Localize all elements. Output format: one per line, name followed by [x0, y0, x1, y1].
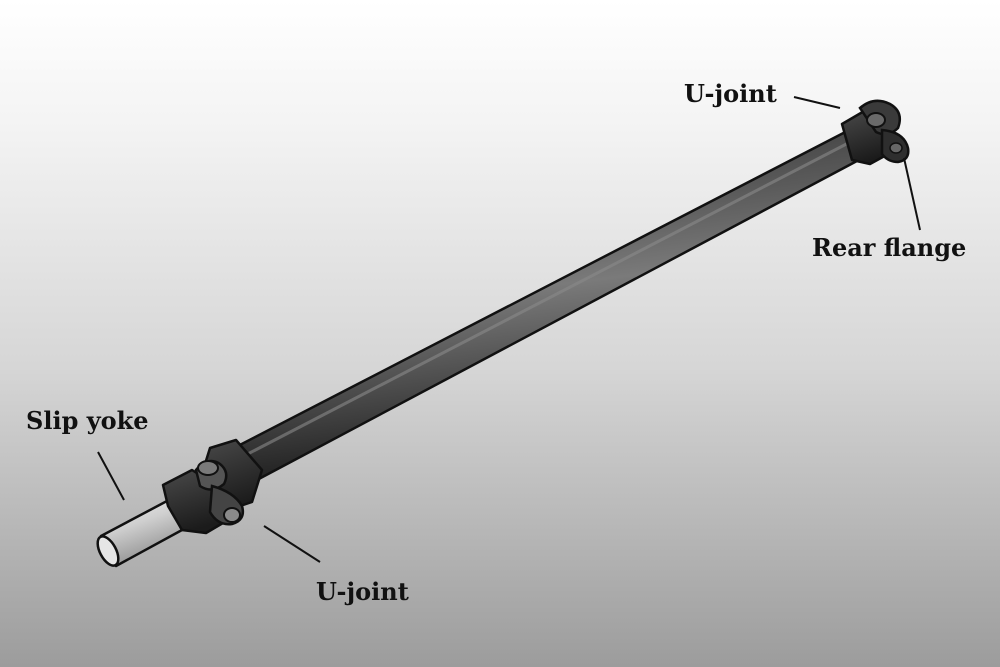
leader-line-u-joint-rear [793, 96, 841, 109]
leader-line-rear-flange [903, 157, 921, 231]
label-rear-flange: Rear flange [812, 233, 967, 262]
label-slip-yoke: Slip yoke [26, 406, 149, 435]
driveshaft-tube [230, 125, 874, 483]
leader-line-u-joint-front [263, 525, 321, 563]
label-u-joint-front: U-joint [316, 577, 409, 606]
slip-yoke-shaft [96, 499, 184, 568]
front-u-joint [161, 438, 264, 535]
leader-line-slip-yoke [97, 451, 125, 501]
label-u-joint-rear: U-joint [684, 79, 777, 108]
rear-flange [880, 128, 910, 164]
